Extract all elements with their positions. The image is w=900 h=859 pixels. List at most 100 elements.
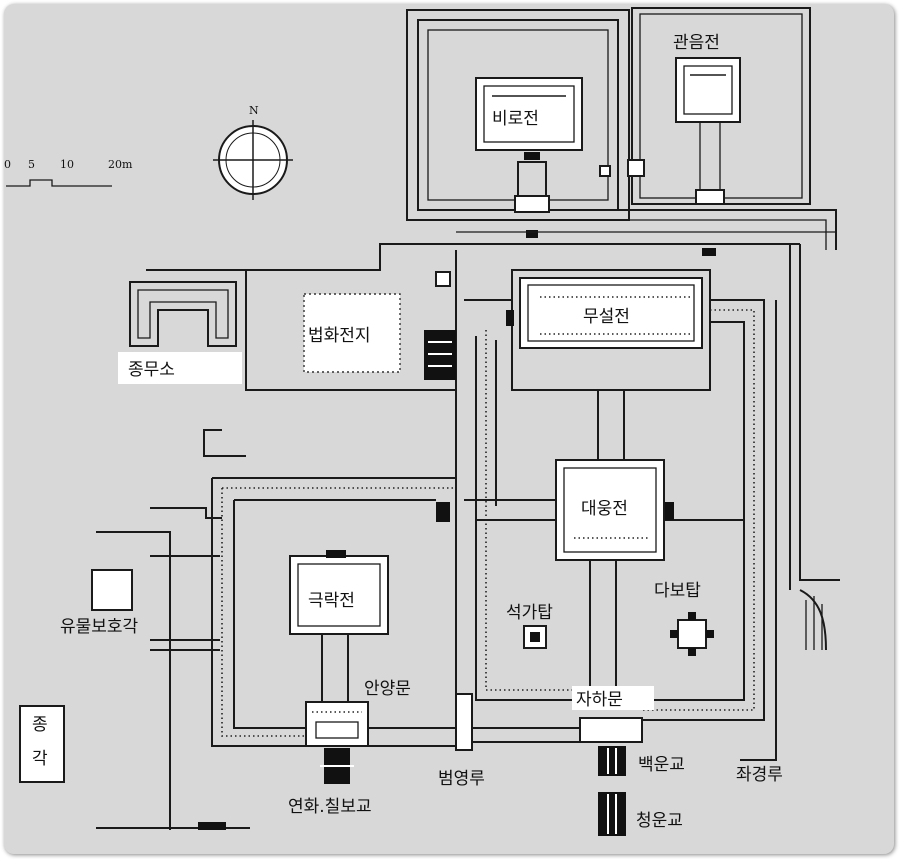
- scale-tick-20: 20m: [108, 158, 133, 171]
- museoljeon-terrace: [511, 269, 711, 391]
- beophwajeonji-label: 법화전지: [308, 326, 371, 346]
- cloister-east-inner: [640, 321, 745, 701]
- cloister-west-dotted: [485, 330, 580, 691]
- anyangmun-inner: [315, 721, 359, 739]
- central-south-corridor: [589, 560, 617, 690]
- geungnak-east-gate: [436, 502, 450, 522]
- beomyeongnu-label: 범영루: [438, 769, 485, 789]
- jahamun-gate: [579, 717, 643, 743]
- museoljeon-building: [519, 277, 703, 349]
- jongmuso-label-box: [118, 352, 242, 384]
- dabotap-step-w: [670, 630, 678, 638]
- seokgatap-core: [530, 632, 540, 642]
- west-long-wall: [96, 531, 171, 830]
- birojeon-compound: [406, 9, 630, 238]
- jongmuso-label: 종무소: [128, 360, 175, 380]
- cloister-far-east: [740, 300, 777, 761]
- beomyeongnu-pavilion: [455, 693, 473, 751]
- birojeon-side-post: [599, 165, 611, 177]
- cheongungyo-bridge: [598, 792, 626, 836]
- museoljeon-block: 무설전: [506, 269, 711, 460]
- north-boundary-wall: [146, 243, 800, 271]
- geungnakjeon-building: [289, 555, 389, 635]
- east-curve-hatch: [805, 596, 823, 650]
- site-plan-frame: 0 5 10 20m N: [4, 4, 894, 854]
- dabotap-step-s: [688, 648, 696, 656]
- west-double-wall: [150, 639, 220, 651]
- dabotap-step-n: [688, 612, 696, 620]
- west-step-wall: [203, 429, 246, 457]
- gwaneumjeon-inner: [683, 65, 733, 115]
- jongmuso-inner: [137, 289, 229, 339]
- anyangmun-gate: [305, 701, 369, 747]
- birojeon-lower-step: [526, 230, 538, 238]
- seokgatap-label: 석가탑: [506, 603, 553, 623]
- jonggak-block: 종 각: [19, 705, 65, 783]
- beomyeongnu-block: 범영루: [438, 693, 580, 789]
- gwaneumjeon-side-gate: [627, 159, 645, 177]
- cloister-west-link: [464, 299, 556, 501]
- upper-east-inner-wall: [618, 219, 827, 250]
- dabotap-label: 다보탑: [654, 581, 701, 601]
- baegungyo-bridge: [598, 746, 626, 776]
- birojeon-building: [475, 77, 583, 151]
- daeungjeon-building: [563, 467, 657, 553]
- daeungjeon-block: 대웅전: [555, 459, 665, 561]
- geungnakjeon-courtyard: 극락전: [211, 477, 457, 747]
- museoljeon-south-corridor: [597, 390, 625, 460]
- anyangmun-block: 안양문 연화.칠보교: [288, 679, 411, 817]
- temple-site-plan: 0 5 10 20m N: [4, 7, 840, 836]
- gwaneumjeon-label: 관음전: [673, 33, 720, 53]
- upper-east-wall: [618, 209, 837, 250]
- jongmuso-block: 종무소: [118, 281, 242, 384]
- dabotap-pagoda: [677, 619, 707, 649]
- geungnak-dotted-corridor: [221, 487, 456, 737]
- museoljeon-label: 무설전: [583, 307, 630, 327]
- beophwajeonji-site: 법화전지: [303, 293, 456, 380]
- south-gate-marker: [198, 822, 226, 830]
- beomyeongnu-corridor: [472, 727, 580, 743]
- north-gate-post: [435, 271, 451, 287]
- east-boundary-wall: [799, 244, 840, 581]
- anyangmun-label: 안양문: [364, 679, 411, 699]
- gwaneumjeon-approach: [699, 121, 721, 193]
- west-terrace-wall: [245, 270, 456, 391]
- dabotap-step-e: [706, 630, 714, 638]
- jahamun-label-box: [572, 686, 654, 710]
- jwagyeongnu-label: 좌경루: [736, 765, 783, 785]
- east-curve-wall: [799, 589, 827, 651]
- scale-tick-0: 0: [4, 158, 11, 171]
- cloister-corridors: [464, 299, 777, 761]
- gwaneumjeon-compound: [618, 7, 837, 256]
- geungnak-inner-wall: [233, 499, 436, 729]
- gwaneumjeon-gate: [695, 189, 725, 205]
- yumulbohogak-building: [91, 569, 133, 611]
- compass-north-label: N: [249, 104, 259, 117]
- geungnak-west-wall: [211, 478, 310, 747]
- beophwajeonji-foundation: [303, 293, 401, 373]
- jonggak-label-top: 종: [32, 715, 48, 735]
- geungnakjeon-inner: [297, 563, 381, 627]
- pagodas: 석가탑 다보탑: [506, 581, 714, 656]
- scale-bar: 0 5 10 20m: [4, 158, 133, 187]
- yumulbohogak-block: 유물보호각: [60, 569, 139, 637]
- cloister-east-outer: [640, 299, 765, 721]
- scale-tick-10: 10: [60, 158, 74, 171]
- jonggak-label-bottom: 각: [32, 749, 48, 769]
- jongmuso-building: [129, 281, 237, 347]
- jonggak-building: [19, 705, 65, 783]
- gwaneumjeon-building: [675, 57, 741, 123]
- yumulbohogak-label: 유물보호각: [60, 617, 139, 637]
- jahamun-label: 자하문: [576, 690, 623, 710]
- east-corridor-step: [702, 248, 716, 256]
- cheongungyo-label: 청운교: [636, 811, 683, 831]
- geungnak-north-wall: [212, 477, 457, 500]
- daeungjeon-east-step: [664, 502, 674, 520]
- compass: N: [213, 104, 293, 200]
- scale-bar-line: [6, 179, 112, 187]
- birojeon-inner: [483, 85, 575, 143]
- scale-tick-5: 5: [28, 158, 35, 171]
- geungnakjeon-approach: [321, 634, 349, 704]
- birojeon-label: 비로전: [492, 109, 539, 129]
- geungnakjeon-north-step: [326, 550, 346, 558]
